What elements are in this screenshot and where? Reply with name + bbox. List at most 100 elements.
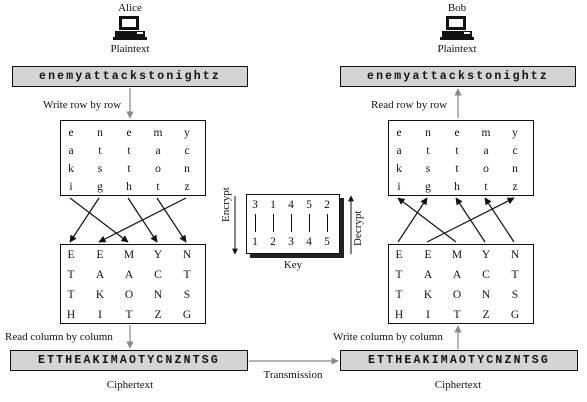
key-top-digit: 2 (324, 199, 330, 211)
key-bottom-digit: 4 (306, 236, 312, 248)
cipher-grid-cell: K (95, 289, 105, 301)
cipher-grid-cell: O (452, 289, 462, 301)
key-top-digit: 3 (252, 199, 258, 211)
alice-plaintext-bar: enemyattackstonightz (12, 66, 248, 87)
plain-grid-cell: n (184, 163, 190, 175)
cipher-grid-cell: A (124, 269, 134, 281)
plain-grid-cell: c (184, 145, 190, 157)
permutation-line (127, 197, 158, 243)
read-row-label: Read row by row (371, 99, 448, 111)
cipher-grid-cell: E (424, 249, 432, 261)
bob-permutation-lines (397, 197, 515, 243)
permutation-line (426, 197, 515, 243)
cipher-grid-cell: A (95, 269, 105, 281)
plain-grid-cell: e (126, 127, 132, 139)
cipher-grid-cell: T (125, 309, 133, 321)
plain-grid-cell: a (396, 145, 402, 157)
plain-grid-cell: c (512, 145, 518, 157)
plain-grid-cell: a (155, 145, 161, 157)
bob-ciphertext-text: ETTHEAKIMAOTYCNZNTSG (367, 354, 551, 367)
bob-plaintext-label: Plaintext (437, 43, 477, 55)
transmission-label: Transmission (263, 369, 323, 381)
permutation-line (69, 197, 129, 243)
cipher-grid-cell: G (182, 309, 192, 321)
plain-grid-cell: t (455, 145, 459, 157)
key-top-digit: 1 (270, 199, 276, 211)
plain-grid-cell: n (512, 163, 518, 175)
cipher-grid-cell: K (423, 289, 433, 301)
bob-plaintext-text: enemyattackstonightz (366, 70, 550, 83)
permutation-line (484, 197, 515, 243)
plain-grid-cell: h (454, 181, 460, 193)
plain-grid-cell: t (426, 145, 430, 157)
alice-ciphertext-label: Ciphertext (106, 379, 154, 391)
cipher-grid-cell: I (98, 309, 102, 321)
permutation-line (69, 197, 100, 243)
cipher-grid-cell: A (423, 269, 433, 281)
key-bottom-digit: 5 (324, 236, 330, 248)
key-bottom-digit: 1 (252, 236, 258, 248)
bob-ciphertext-bar: ETTHEAKIMAOTYCNZNTSG (340, 350, 578, 371)
cipher-grid-cell: Z (154, 309, 162, 321)
key-link-line (254, 214, 256, 232)
cipher-grid-cell: G (510, 309, 520, 321)
cipher-grid-cell: T (395, 289, 403, 301)
key-bottom-digit: 3 (288, 236, 294, 248)
key-top-digit: 4 (288, 199, 294, 211)
cipher-grid-cell: T (67, 269, 75, 281)
cipher-grid-cell: T (395, 269, 403, 281)
plain-grid-cell: i (69, 181, 73, 193)
plain-grid-cell: i (397, 181, 401, 193)
cipher-grid-cell: N (481, 289, 491, 301)
permutation-line (397, 197, 457, 243)
cipher-grid-cell: I (426, 309, 430, 321)
plain-grid-cell: z (512, 181, 518, 193)
cipher-grid-cell: Y (481, 249, 491, 261)
key-link-line (272, 214, 274, 232)
cipher-grid-cell: O (124, 289, 134, 301)
plain-grid-cell: g (425, 181, 431, 193)
plain-grid-cell: a (68, 145, 74, 157)
alice-computer-icon (113, 16, 147, 47)
plain-grid-cell: s (97, 163, 103, 175)
alice-plaintext-text: enemyattackstonightz (38, 70, 222, 83)
bob-ciphertext-label: Ciphertext (434, 379, 482, 391)
key-bottom-digit: 2 (270, 236, 276, 248)
plain-grid-cell: t (484, 181, 488, 193)
cipher-grid-cell: T (453, 309, 461, 321)
cipher-grid-cell: C (482, 269, 490, 281)
permutation-line (397, 197, 428, 243)
plain-grid-cell: t (455, 163, 459, 175)
cipher-grid-cell: T (511, 269, 519, 281)
bob-plaintext-bar: enemyattackstonightz (340, 66, 576, 87)
write-column-label: Write column by column (333, 331, 443, 343)
plain-grid-cell: h (126, 181, 132, 193)
plain-grid-cell: t (98, 145, 102, 157)
plain-grid-cell: t (127, 145, 131, 157)
cipher-grid-cell: H (394, 309, 404, 321)
cipher-grid-cell: M (123, 249, 135, 261)
encrypt-label: Encrypt (220, 187, 232, 222)
plain-grid-cell: m (153, 127, 163, 139)
key-top-digit: 5 (306, 199, 312, 211)
plain-grid-cell: y (184, 127, 190, 139)
cipher-grid-cell: N (510, 249, 520, 261)
cipher-grid-cell: Z (482, 309, 490, 321)
cipher-grid-cell: S (511, 289, 519, 301)
cipher-grid-cell: E (96, 249, 104, 261)
cipher-grid-cell: N (182, 249, 192, 261)
cipher-grid-cell: A (452, 269, 462, 281)
plain-grid-cell: t (156, 181, 160, 193)
plain-grid-cell: y (512, 127, 518, 139)
cipher-grid-cell: S (183, 289, 191, 301)
plain-grid-cell: o (155, 163, 161, 175)
key-link-line (290, 214, 292, 232)
write-row-label: Write row by row (43, 99, 122, 111)
alice-permutation-lines (69, 197, 187, 243)
cipher-grid-cell: T (67, 289, 75, 301)
cipher-grid-cell: T (183, 269, 191, 281)
